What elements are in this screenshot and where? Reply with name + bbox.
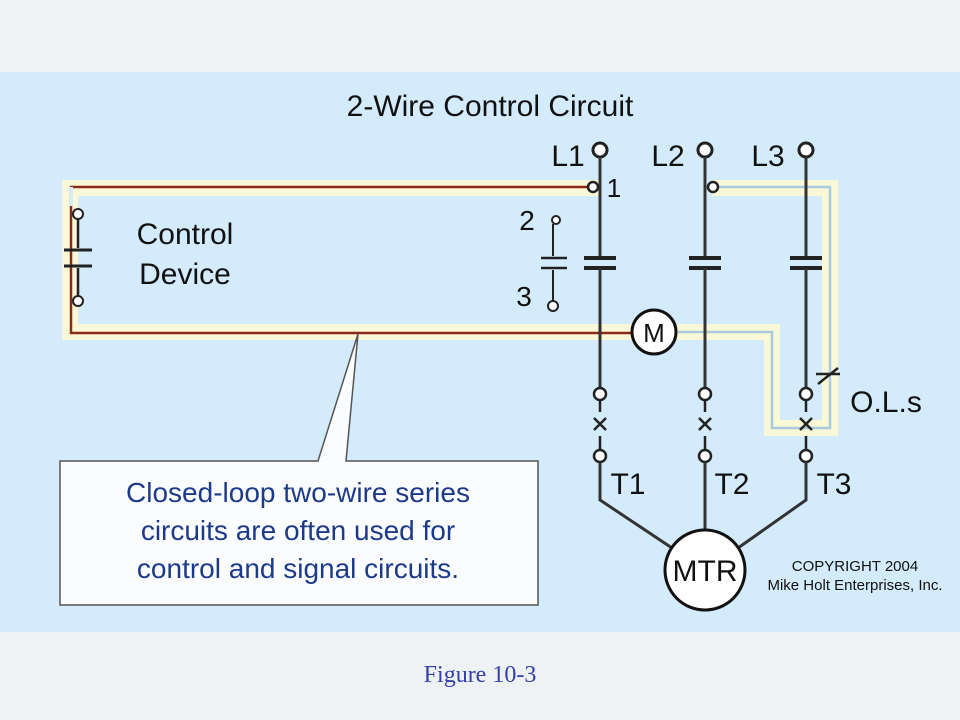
figure-caption: Figure 10-3 — [423, 662, 537, 688]
overload-symbol — [816, 367, 840, 385]
power-line-l1 — [584, 141, 616, 464]
contact-label-2: 2 — [519, 205, 535, 236]
control-device-contact — [64, 187, 92, 307]
terminal-label-t1: T1 — [610, 468, 645, 501]
control-device-label-line2: Device — [139, 258, 231, 291]
line-label-l2: L2 — [651, 140, 684, 173]
terminal-label-t2: T2 — [714, 468, 749, 501]
line-label-l3: L3 — [751, 140, 784, 173]
overload-label: O.L.s — [850, 386, 922, 419]
contact-label-1: 1 — [607, 173, 621, 203]
coil-label: M — [643, 318, 665, 348]
terminal-1-dot — [586, 180, 600, 194]
coil-m — [630, 308, 678, 356]
terminal-l2-dot — [706, 180, 720, 194]
control-wire — [69, 185, 632, 335]
motor-lead-t1 — [598, 462, 673, 550]
callout-box — [59, 333, 539, 606]
copyright-line1: COPYRIGHT 2004 — [792, 558, 918, 575]
terminal-label-t3: T3 — [816, 468, 851, 501]
motor-lead-t3 — [737, 462, 808, 550]
control-device-label-line1: Control — [137, 218, 234, 251]
power-line-l3 — [790, 141, 822, 464]
power-line-l2 — [689, 141, 721, 464]
callout-line3: control and signal circuits. — [137, 553, 459, 584]
copyright-line2: Mike Holt Enterprises, Inc. — [767, 577, 942, 594]
diagram-title: 2-Wire Control Circuit — [347, 90, 634, 123]
line-label-l1: L1 — [551, 140, 584, 173]
callout-line2: circuits are often used for — [141, 515, 455, 546]
motor-symbol — [663, 528, 747, 612]
auxiliary-contact — [541, 215, 567, 312]
motor-label: MTR — [673, 555, 738, 588]
contact-label-3: 3 — [516, 281, 532, 312]
callout-line1: Closed-loop two-wire series — [126, 477, 470, 508]
